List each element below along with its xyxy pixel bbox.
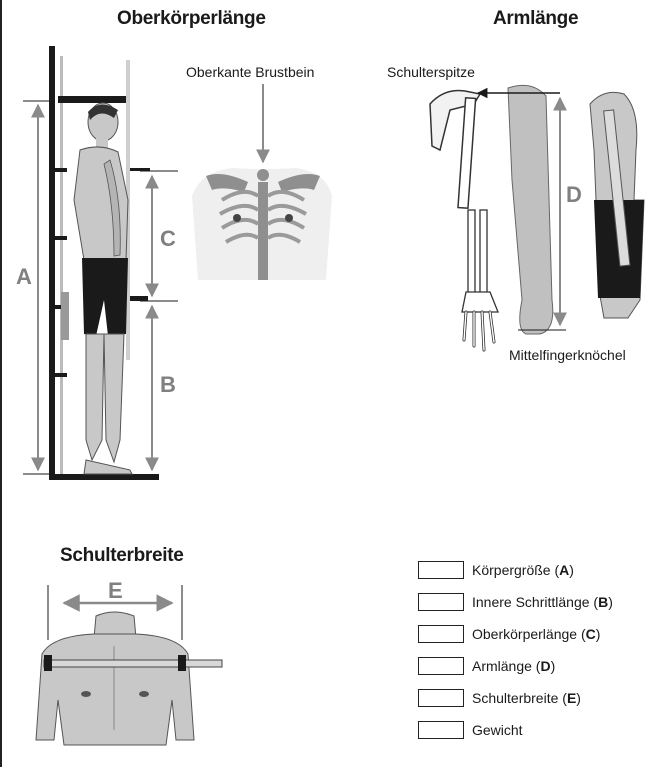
arm-length-input[interactable] [418, 657, 464, 675]
body-height-input[interactable] [418, 561, 464, 579]
form-label: Armlänge (D) [472, 658, 555, 674]
form-row: Armlänge (D) [418, 655, 555, 677]
standing-man [74, 103, 132, 474]
arm-side-view [590, 92, 644, 318]
shoulder-torso [36, 585, 222, 745]
form-row: Innere Schrittlänge (B) [418, 591, 613, 613]
form-row: Schulterbreite (E) [418, 687, 581, 709]
form-row: Körpergröße (A) [418, 559, 574, 581]
form-row: Oberkörperlänge (C) [418, 623, 600, 645]
letter-c: C [160, 226, 176, 252]
shoulder-width-input[interactable] [418, 689, 464, 707]
form-label: Oberkörperlänge (C) [472, 626, 600, 642]
form-label: Innere Schrittlänge (B) [472, 594, 613, 610]
torso-length-input[interactable] [418, 625, 464, 643]
inseam-input[interactable] [418, 593, 464, 611]
weight-input[interactable] [418, 721, 464, 739]
form-row: Gewicht [418, 719, 523, 741]
arm-skeleton [430, 91, 498, 351]
letter-d: D [566, 182, 582, 208]
form-label: Körpergröße (A) [472, 562, 574, 578]
letter-e: E [108, 578, 123, 604]
ribcage-illustration [192, 84, 332, 280]
letter-a: A [16, 264, 32, 290]
arm-silhouette [508, 85, 553, 334]
letter-b: B [160, 372, 176, 398]
form-label: Gewicht [472, 722, 523, 738]
form-label: Schulterbreite (E) [472, 690, 581, 706]
